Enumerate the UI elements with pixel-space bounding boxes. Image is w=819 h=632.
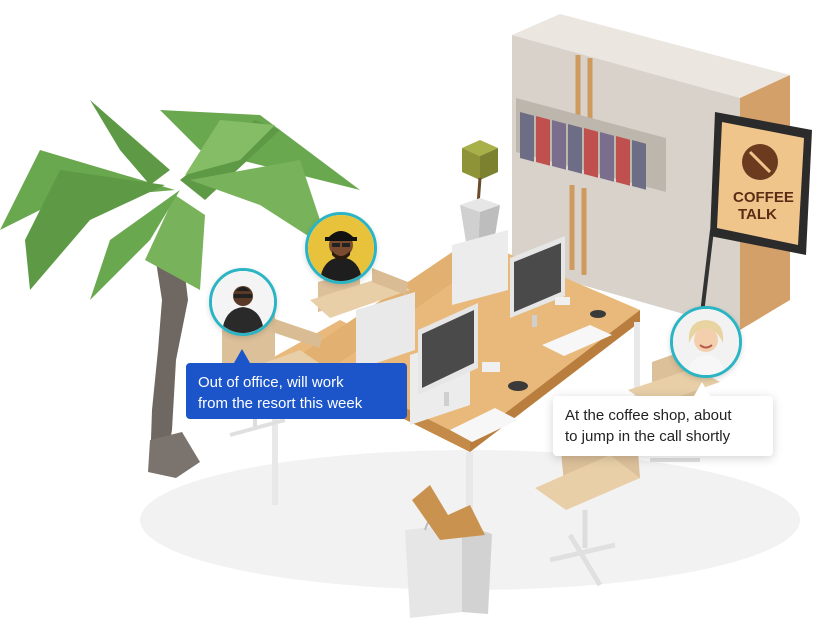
avatar-photo-icon bbox=[673, 309, 739, 375]
avatar-resort-user[interactable] bbox=[209, 268, 277, 336]
coffee-shop-message: At the coffee shop, about to jump in the… bbox=[553, 396, 773, 456]
avatar-photo-icon bbox=[308, 215, 374, 281]
coffee-sign-line2: TALK bbox=[738, 206, 777, 223]
message-line: to jump in the call shortly bbox=[565, 428, 731, 445]
potted-plant bbox=[460, 140, 500, 248]
out-of-office-message: Out of office, will work from the resort… bbox=[186, 363, 407, 419]
avatar-coffee-user[interactable] bbox=[670, 306, 742, 378]
message-line: Out of office, will work bbox=[198, 374, 344, 391]
coffee-sign: COFFEE TALK bbox=[698, 112, 812, 331]
avatar-cap-user[interactable] bbox=[305, 212, 377, 284]
bubble-tail bbox=[694, 382, 710, 396]
bubble-tail bbox=[234, 349, 250, 363]
message-line: At the coffee shop, about bbox=[565, 407, 732, 424]
message-line: from the resort this week bbox=[198, 395, 363, 412]
palm-tree bbox=[0, 100, 360, 478]
shopping-bag bbox=[405, 485, 492, 618]
avatar-photo-icon bbox=[212, 271, 274, 333]
coffee-sign-line1: COFFEE bbox=[733, 189, 794, 206]
binder-row bbox=[520, 112, 646, 190]
monitors bbox=[418, 236, 612, 442]
